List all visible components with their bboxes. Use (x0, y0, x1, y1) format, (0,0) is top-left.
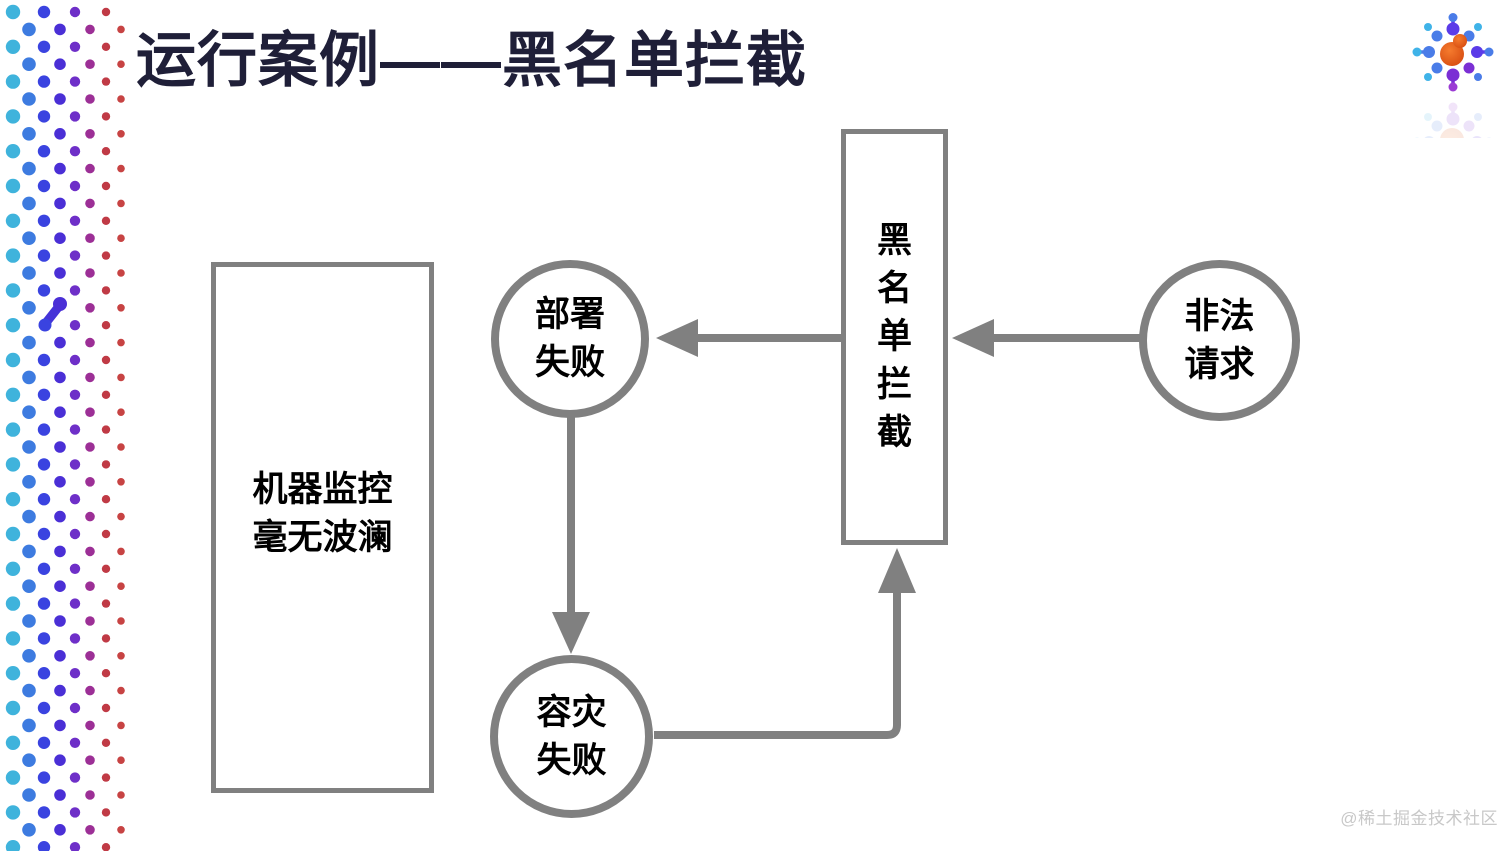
label-char: 单 (876, 317, 912, 356)
label-char: 名 (876, 269, 912, 308)
arrowhead-into-disaster-circle (552, 612, 590, 654)
node-deploy-fail: 部署 失败 (491, 260, 649, 418)
node-blacklist-intercept-label: 黑 名 单 拦 截 (877, 217, 912, 457)
arrowhead-into-blacklist-right (952, 319, 994, 357)
node-deploy-fail-label: 部署 失败 (535, 291, 605, 387)
node-machine-monitor: 机器监控 毫无波澜 (211, 262, 434, 793)
label-line: 请求 (1184, 344, 1255, 384)
burst-logo-icon (1408, 13, 1498, 138)
arrowhead-into-deploy-circle (656, 319, 698, 357)
node-machine-monitor-label: 机器监控 毫无波澜 (252, 466, 392, 562)
arrowhead-into-blacklist-bottom (878, 548, 916, 593)
watermark: @稀土掘金技术社区 (1340, 809, 1498, 828)
label-line: 非法 (1184, 296, 1255, 336)
label-line: 毫无波澜 (252, 517, 393, 557)
label-char: 黑 (876, 221, 912, 260)
label-line: 机器监控 (252, 469, 393, 509)
node-disaster-fail: 容灾 失败 (490, 655, 653, 818)
label-line: 容灾 (536, 692, 607, 732)
page-title: 运行案例——黑名单拦截 (136, 27, 807, 94)
edge-disaster-to-blacklist (654, 593, 901, 739)
node-blacklist-intercept: 黑 名 单 拦 截 (841, 129, 948, 545)
label-line: 失败 (536, 740, 607, 780)
decor-dots-pattern (5, 4, 125, 851)
node-illegal-request: 非法 请求 (1139, 260, 1300, 421)
node-disaster-fail-label: 容灾 失败 (536, 689, 606, 785)
label-line: 失败 (534, 343, 605, 382)
label-line: 部署 (534, 295, 605, 334)
label-char: 截 (876, 413, 912, 452)
node-illegal-request-label: 非法 请求 (1184, 293, 1254, 389)
label-char: 拦 (876, 365, 912, 404)
